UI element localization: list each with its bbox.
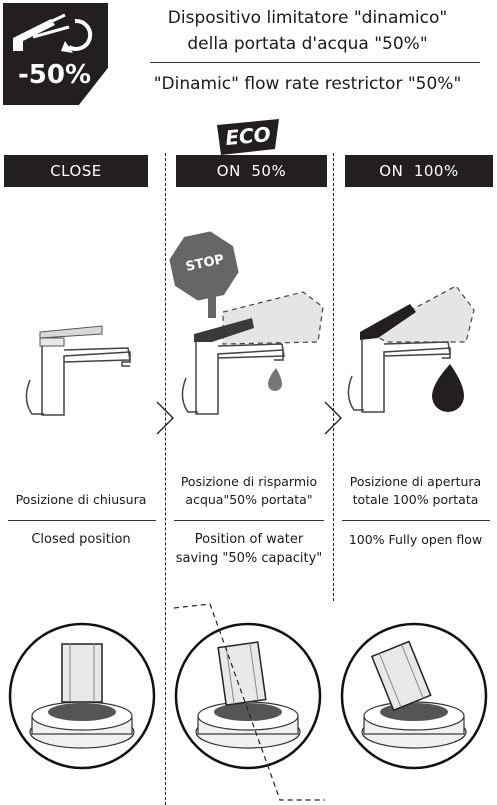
column-header-on-50: ON 50%: [176, 155, 327, 187]
caption-half-en-line2: saving "50% capacity": [175, 551, 323, 566]
caption-full-it-line1: Posizione di apertura: [349, 474, 482, 489]
faucet-half-open-image: [181, 291, 324, 415]
chevron-right-icon: [156, 401, 174, 435]
caption-divider: [8, 520, 156, 521]
stop-sign-icon: [166, 228, 242, 318]
caption-closed-it: Posizione di chiusura: [15, 492, 147, 507]
title-english: "Dinamic" flow rate restrictor "50%": [153, 74, 462, 94]
title-italian-line2: della portata d'acqua "50%": [187, 34, 428, 54]
badge-percent-text: -50%: [17, 60, 92, 90]
eco-badge-icon: [217, 119, 279, 155]
caption-half-en-line1: Position of water: [194, 532, 304, 547]
column-divider-2: [333, 153, 334, 601]
column-divider-1: [165, 153, 166, 805]
flow-restrictor-badge-icon: [3, 3, 108, 105]
faucet-closed-image: [25, 325, 131, 416]
angle-guide-lines: [173, 603, 325, 801]
caption-closed-en: Closed position: [31, 532, 131, 547]
caption-half-it-line2: acqua"50% portata": [185, 492, 313, 507]
cartridge-fully-open-image: [340, 622, 488, 770]
caption-full-en: 100% Fully open flow: [348, 532, 483, 547]
title-italian-line1: Dispositivo limitatore "dinamico": [167, 8, 448, 28]
caption-divider: [174, 520, 324, 521]
caption-full-it-line2: totale 100% portata: [352, 492, 479, 507]
chevron-right-icon: [324, 401, 342, 435]
column-header-on-100: ON 100%: [345, 155, 493, 187]
column-header-close: CLOSE: [4, 155, 148, 187]
cartridge-closed-image: [8, 622, 156, 770]
faucet-fully-open-image: [347, 285, 475, 413]
cartridge-half-open-image: [174, 622, 322, 770]
caption-half-it-line1: Posizione di risparmio: [180, 474, 318, 489]
caption-divider: [342, 520, 490, 521]
title-divider: [150, 62, 480, 63]
